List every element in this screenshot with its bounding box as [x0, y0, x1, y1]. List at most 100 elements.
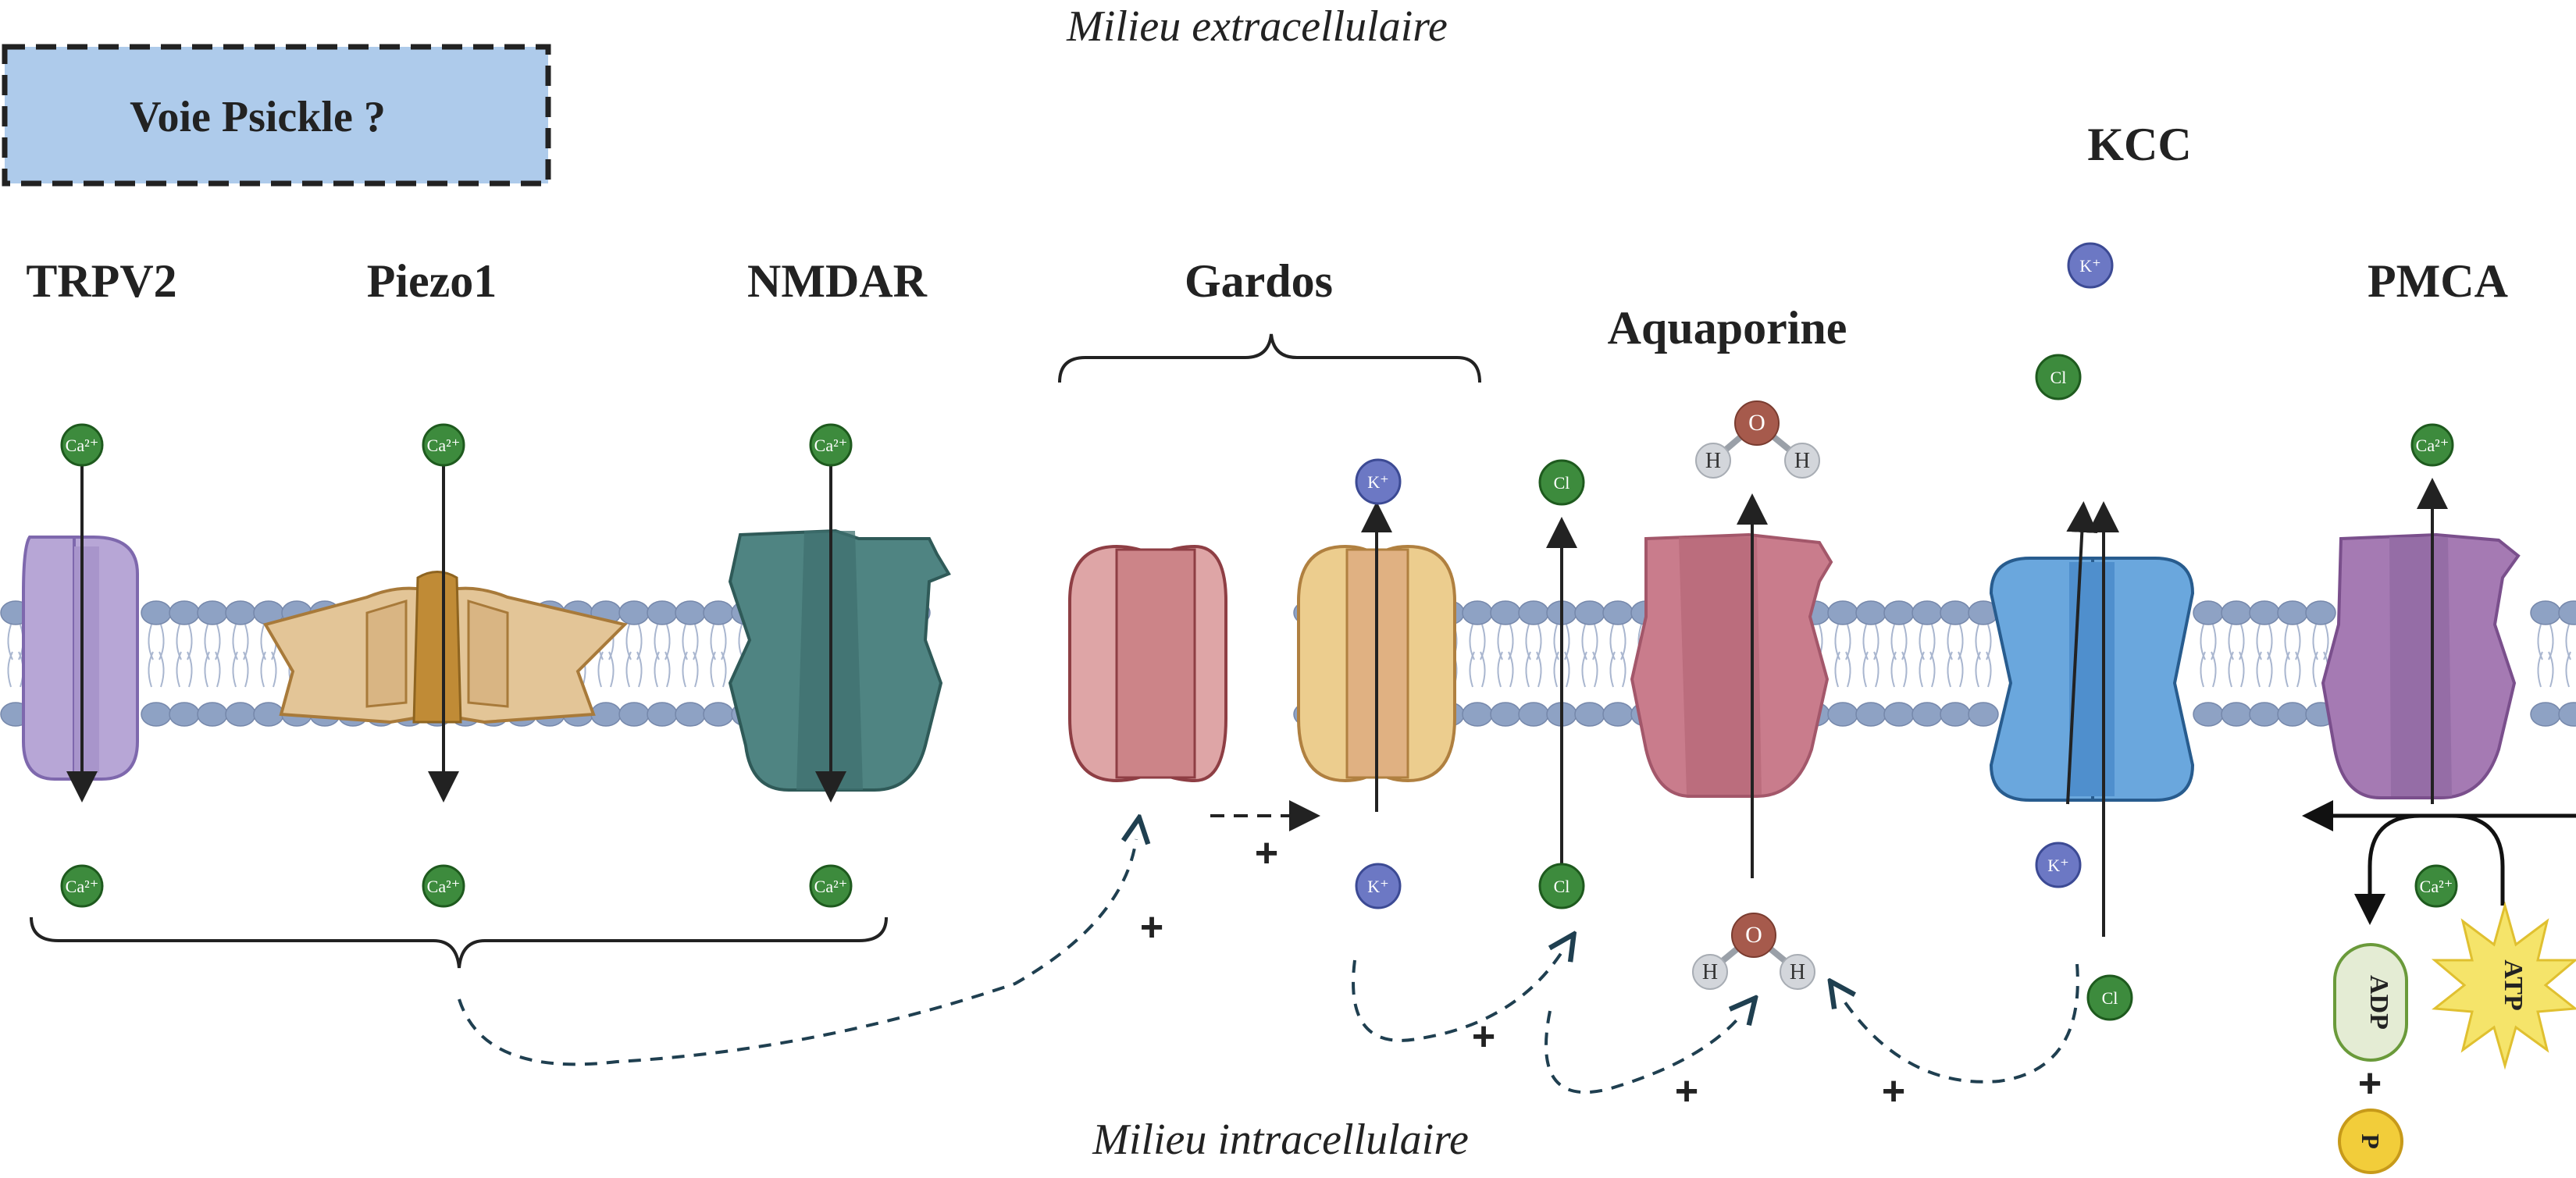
lipid-head	[2305, 600, 2336, 625]
lipid-head	[2249, 600, 2280, 625]
potassium-ion: K⁺	[2067, 242, 2114, 289]
lipid-head	[2277, 702, 2308, 727]
lipid-head	[2249, 702, 2280, 727]
pmca-energy-arrow	[2302, 800, 2576, 925]
lipid-tail	[654, 624, 671, 688]
plus-sign: +	[1882, 1069, 1905, 1114]
svg-text:H: H	[1790, 960, 1805, 984]
lipid-head	[1940, 702, 1971, 727]
svg-text:K⁺: K⁺	[2047, 856, 2069, 875]
svg-text:Ca²⁺: Ca²⁺	[814, 436, 848, 455]
plus-sign: +	[1472, 1014, 1495, 1059]
lipid-head	[1855, 702, 1887, 727]
lipid-tail	[2200, 624, 2217, 688]
lipid-head	[2277, 600, 2308, 625]
chloride-ion: Cl	[1538, 459, 1585, 506]
svg-text:ATP: ATP	[2499, 959, 2528, 1010]
lipid-head	[618, 702, 650, 727]
svg-text:H: H	[1702, 960, 1718, 984]
lipid-head	[703, 600, 734, 625]
svg-text:Ca²⁺: Ca²⁺	[427, 436, 461, 455]
gardos-channel	[1068, 544, 1456, 783]
lipid-head	[647, 702, 678, 727]
lipid-tail	[1975, 624, 1992, 688]
lipid-tail	[1609, 624, 1626, 688]
plus-sign: +	[1140, 905, 1163, 950]
lipid-tail	[2537, 624, 2554, 688]
plus-sign: +	[1675, 1069, 1698, 1114]
water-molecule: O H H	[1695, 400, 1820, 479]
lipid-tail	[1581, 624, 1598, 688]
pmca-title: PMCA	[2368, 255, 2508, 307]
kcc-title: KCC	[2087, 119, 2191, 170]
lipid-head	[2193, 702, 2224, 727]
lipid-head	[1855, 600, 1887, 625]
calcium-ion: Ca²⁺	[809, 423, 853, 467]
svg-text:Ca²⁺: Ca²⁺	[2416, 436, 2450, 455]
lipid-head	[1462, 702, 1493, 727]
plus-sign: +	[2358, 1061, 2382, 1106]
plus-sign: +	[1255, 831, 1278, 876]
svg-text:Ca²⁺: Ca²⁺	[814, 877, 848, 896]
lipid-tail	[204, 624, 221, 688]
chloride-ion: Cl	[2035, 354, 2082, 400]
lipid-tail	[148, 624, 165, 688]
trpv2-channel	[22, 536, 139, 781]
lipid-head	[1462, 600, 1493, 625]
gardos-brace	[1058, 333, 1481, 383]
lipid-head	[1574, 600, 1605, 625]
svg-text:Cl: Cl	[2102, 988, 2118, 1008]
calcium-ion: Ca²⁺	[60, 423, 104, 467]
svg-text:O: O	[1748, 410, 1765, 436]
lipid-head	[1602, 600, 1634, 625]
lipid-head	[1518, 702, 1549, 727]
lipid-head	[141, 600, 172, 625]
lipid-tail	[1497, 624, 1514, 688]
extracellular-label: Milieu extracellulaire	[1066, 2, 1448, 51]
calcium-ion: Ca²⁺	[809, 864, 853, 908]
lipid-head	[2221, 702, 2252, 727]
potassium-ion: K⁺	[2035, 842, 2082, 888]
lipid-head	[197, 600, 228, 625]
lipid-head	[1968, 702, 1999, 727]
calcium-ion: Ca²⁺	[60, 864, 104, 908]
pmca-channel	[2321, 532, 2521, 799]
lipid-head	[141, 702, 172, 727]
lipid-tail	[625, 624, 643, 688]
svg-text:Ca²⁺: Ca²⁺	[66, 436, 99, 455]
potassium-ion: K⁺	[1355, 863, 1402, 909]
lipid-head	[1602, 702, 1634, 727]
lipid-head	[1912, 702, 1943, 727]
lipid-tail	[1525, 624, 1542, 688]
regulation-arrows	[458, 839, 2079, 1094]
calcium-ion: Ca²⁺	[2414, 864, 2458, 908]
water-molecule: O H H	[1692, 913, 1815, 990]
lipid-head	[2221, 600, 2252, 625]
plus-signs: + + + + + +	[1140, 831, 2382, 1114]
lipid-head	[1883, 702, 1915, 727]
lipid-head	[1490, 702, 1521, 727]
lipid-tail	[2284, 624, 2301, 688]
pathway-box: Voie Psickle ?	[2, 44, 551, 187]
lipid-head	[2558, 702, 2576, 727]
lipid-head	[169, 702, 200, 727]
phosphate-molecule: P	[2338, 1109, 2403, 1174]
lipid-tail	[1862, 624, 1879, 688]
lipid-head	[2193, 600, 2224, 625]
svg-text:Ca²⁺: Ca²⁺	[2420, 877, 2453, 896]
svg-text:H: H	[1794, 449, 1810, 473]
lipid-tail	[7, 624, 24, 688]
lipid-tail	[1890, 624, 1908, 688]
lipid-head	[675, 702, 706, 727]
svg-text:ADP: ADP	[2364, 975, 2393, 1030]
svg-text:Cl: Cl	[2050, 368, 2067, 387]
lipid-head	[169, 600, 200, 625]
aquaporine-channel	[1630, 532, 1833, 798]
lipid-head	[225, 600, 256, 625]
intracellular-label: Milieu intracellulaire	[1092, 1116, 1469, 1164]
calcium-ion: Ca²⁺	[422, 864, 465, 908]
svg-text:K⁺: K⁺	[1367, 472, 1389, 492]
lipid-head	[647, 600, 678, 625]
nmdar-title: NMDAR	[747, 255, 928, 307]
